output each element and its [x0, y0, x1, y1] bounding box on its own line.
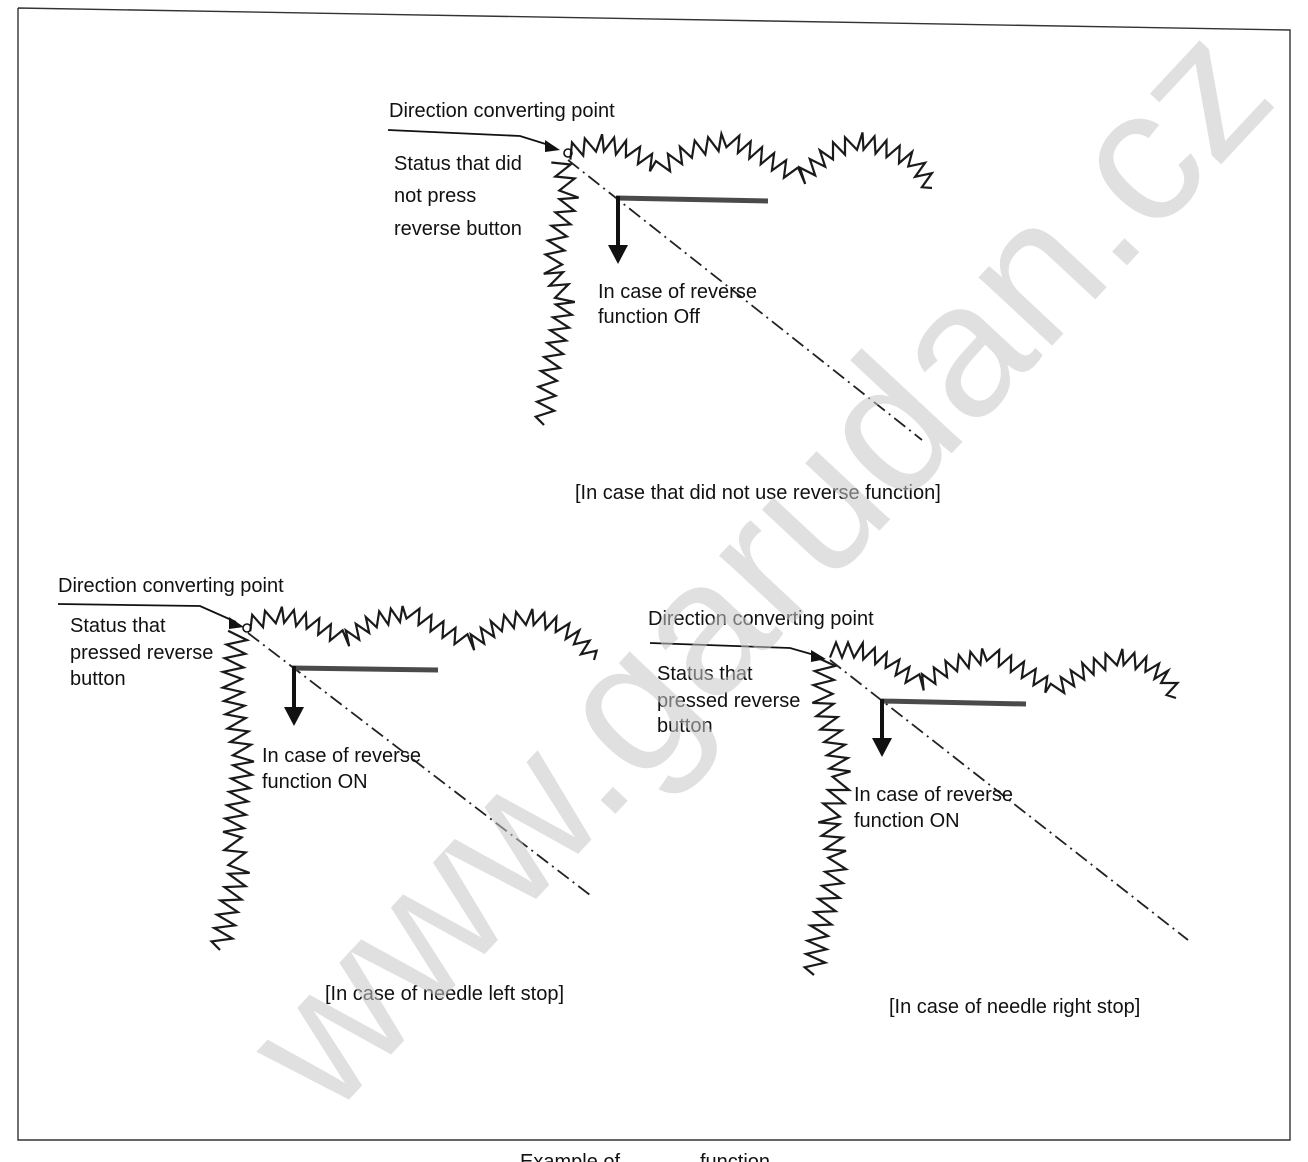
- right-function-line-2: function ON: [854, 810, 960, 832]
- footer-caption-end: function: [700, 1151, 770, 1162]
- top-pointer-line: [387, 129, 553, 147]
- right-arrow-head: [872, 738, 892, 757]
- right-caption: [In case of needle right stop]: [889, 996, 1140, 1018]
- top-direction-guide: [567, 159, 923, 441]
- left-arrow-head: [284, 707, 304, 726]
- top-reverse-bar: [615, 195, 769, 204]
- top-function-line-2: function Off: [598, 306, 700, 328]
- right-direction-guide: [829, 659, 1189, 941]
- left-status-line-2: pressed reverse: [70, 642, 213, 664]
- right-direction-label: Direction converting point: [648, 608, 874, 630]
- left-function-line-1: In case of reverse: [262, 745, 421, 767]
- right-pointer-line: [649, 642, 819, 657]
- right-vertical-stitch: [802, 656, 853, 976]
- left-pointer-line: [57, 603, 237, 623]
- left-horizontal-stitch: [249, 605, 599, 661]
- top-vertical-stitch: [533, 161, 579, 426]
- panel-left: Direction converting point Status that p…: [57, 575, 599, 1005]
- top-status-line-2: not press: [394, 185, 476, 207]
- footer-caption: Example of: [520, 1151, 620, 1162]
- left-caption: [In case of needle left stop]: [325, 983, 564, 1005]
- top-direction-label: Direction converting point: [389, 100, 615, 122]
- top-caption: [In case that did not use reverse functi…: [575, 482, 941, 504]
- left-status-line-1: Status that: [70, 615, 166, 637]
- watermark: www.garudan.cz: [204, 0, 1308, 1149]
- panel-top: Direction converting point Status that d…: [387, 100, 941, 504]
- top-horizontal-stitch: [569, 129, 935, 190]
- right-status-line-1: Status that: [657, 663, 753, 685]
- left-reverse-bar: [291, 665, 439, 673]
- right-status-line-2: pressed reverse: [657, 690, 800, 712]
- right-function-line-1: In case of reverse: [854, 784, 1013, 806]
- left-vertical-stitch: [209, 629, 256, 951]
- top-arrow-head: [608, 245, 628, 264]
- top-pointer-head: [545, 140, 560, 152]
- left-converting-point: [242, 623, 252, 633]
- right-reverse-bar: [879, 698, 1027, 707]
- right-pointer-head: [811, 650, 826, 662]
- top-status-line-1: Status that did: [394, 153, 522, 175]
- left-direction-label: Direction converting point: [58, 575, 284, 597]
- panel-right: Direction converting point Status that p…: [648, 608, 1189, 1018]
- right-status-line-3: button: [657, 715, 713, 737]
- top-status-line-3: reverse button: [394, 218, 522, 240]
- top-function-line-1: In case of reverse: [598, 281, 757, 303]
- left-status-line-3: button: [70, 668, 126, 690]
- left-function-line-2: function ON: [262, 771, 368, 793]
- left-pointer-head: [229, 617, 244, 629]
- top-converting-point: [563, 148, 573, 158]
- diagram-frame: [17, 7, 1291, 1141]
- right-horizontal-stitch: [828, 639, 1181, 700]
- left-direction-guide: [247, 632, 591, 896]
